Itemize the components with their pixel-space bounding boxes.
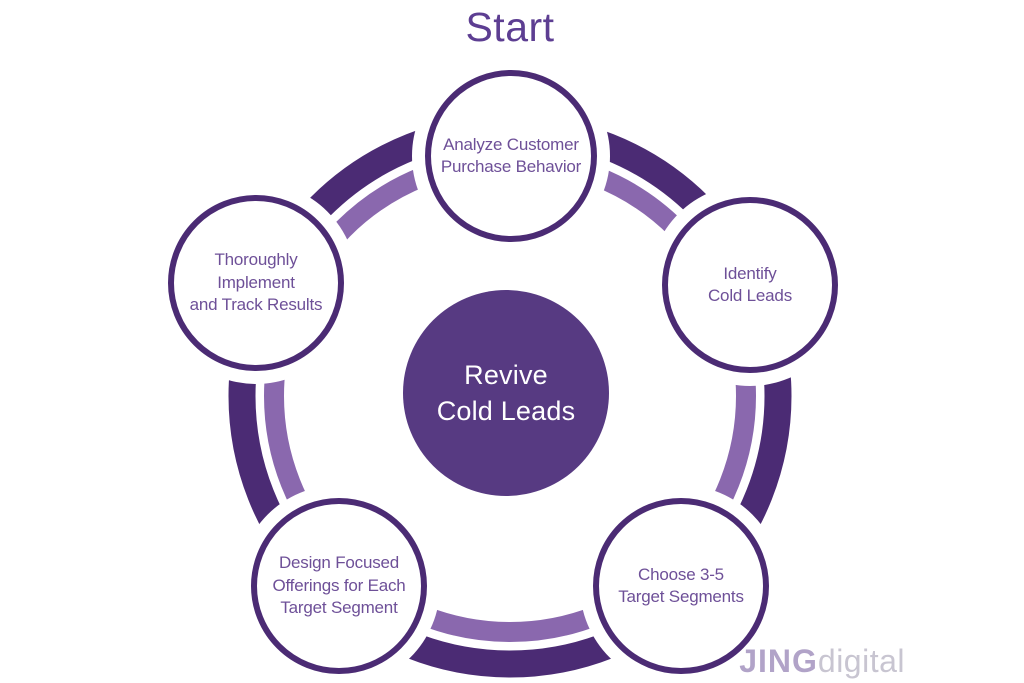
step-circle-choose-segments: Choose 3-5 Target Segments	[593, 498, 769, 674]
step-label-implement-track: Thoroughly Implement and Track Results	[189, 250, 323, 315]
logo-brand-text: JING	[739, 643, 818, 679]
brand-logo: JINGdigital	[739, 645, 905, 677]
step-circle-implement-track: Thoroughly Implement and Track Results	[168, 195, 344, 371]
page-title: Start	[465, 4, 555, 50]
step-circle-identify-leads: Identify Cold Leads	[662, 197, 838, 373]
center-circle-label: Revive Cold Leads	[436, 359, 576, 426]
step-circle-analyze-customer: Analyze Customer Purchase Behavior	[425, 70, 597, 242]
step-circle-design-offerings: Design Focused Offerings for Each Target…	[251, 498, 427, 674]
center-circle: Revive Cold Leads	[403, 290, 609, 496]
step-label-analyze-customer: Analyze Customer Purchase Behavior	[440, 134, 582, 176]
step-label-identify-leads: Identify Cold Leads	[707, 263, 792, 305]
step-label-design-offerings: Design Focused Offerings for Each Target…	[272, 553, 406, 618]
logo-suffix-text: digital	[817, 643, 905, 679]
step-label-choose-segments: Choose 3-5 Target Segments	[618, 564, 744, 606]
